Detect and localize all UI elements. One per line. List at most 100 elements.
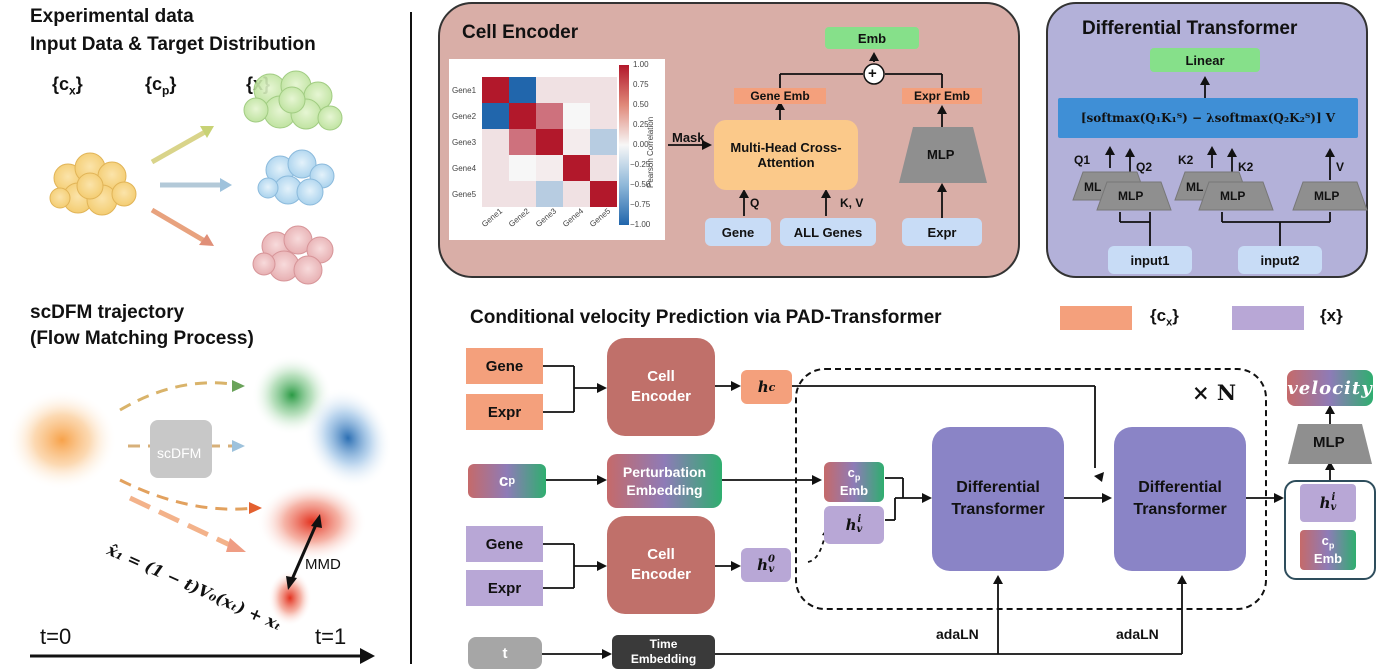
heatmap-cell xyxy=(563,103,590,129)
gene-input-bottom: Gene xyxy=(466,526,543,562)
perturbation-arrows xyxy=(150,126,232,246)
legend-cx-label: {cx} xyxy=(1150,306,1179,329)
q2-label: Q2 xyxy=(1136,160,1153,174)
heatmap-cell xyxy=(590,103,617,129)
input2-box: input2 xyxy=(1238,246,1322,274)
vertical-divider xyxy=(410,12,412,664)
colorbar-tick: −0.25 xyxy=(630,160,651,169)
heatmap-cell xyxy=(536,181,563,207)
heatmap-cell xyxy=(563,77,590,103)
heatmap-row-label: Gene5 xyxy=(452,190,477,199)
dt-mlp-label-1: MLP xyxy=(1118,189,1144,203)
heatmap-row-label: Gene1 xyxy=(452,86,477,95)
output-stack-frame xyxy=(1284,480,1376,580)
label-cx: {cx} xyxy=(52,74,83,98)
heatmap-row-label: Gene4 xyxy=(452,164,477,173)
heatmap-cell xyxy=(590,181,617,207)
colorbar xyxy=(619,65,629,225)
scdfm-label: scDFM xyxy=(157,445,202,461)
red-target-blob xyxy=(257,482,367,562)
expr-emb-box: Expr Emb xyxy=(902,88,982,104)
heatmap-cell xyxy=(509,103,536,129)
all-genes-input-box: ALL Genes xyxy=(780,218,876,246)
legend-cx-swatch xyxy=(1060,306,1132,330)
expr-input-box: Expr xyxy=(902,218,982,246)
gene-input-main: Gene xyxy=(466,348,543,384)
heatmap-cell xyxy=(590,129,617,155)
blue-target-blob xyxy=(304,387,392,489)
q1-label: Q1 xyxy=(1074,153,1091,167)
heatmap-cell xyxy=(509,155,536,181)
plus-sign: + xyxy=(868,65,877,82)
correlation-heatmap xyxy=(482,77,617,207)
gene-emb-box: Gene Emb xyxy=(734,88,826,104)
t0-label: t=0 xyxy=(40,624,72,649)
colorbar-tick: −1.00 xyxy=(630,220,651,229)
cell-encoder-block-bottom: Cell Encoder xyxy=(607,516,715,614)
colorbar-tick: 0.00 xyxy=(633,140,649,149)
dt-mlp-back-label-2: ML xyxy=(1186,180,1204,194)
source-cell-cluster xyxy=(49,152,137,216)
time-embedding-block: Time Embedding xyxy=(612,635,715,669)
heatmap-cell xyxy=(482,77,509,103)
adaln-label-2: adaLN xyxy=(1116,626,1159,642)
dt-mlp-label-3: MLP xyxy=(1314,189,1340,203)
heatmap-cell xyxy=(536,155,563,181)
differential-transformer-block-1: Differential Transformer xyxy=(932,427,1064,571)
heatmap-cell xyxy=(536,129,563,155)
gene-input-box: Gene xyxy=(705,218,771,246)
heatmap-cell xyxy=(536,77,563,103)
input-target-title: Input Data & Target Distribution xyxy=(30,34,316,55)
differential-transformer-block-2: Differential Transformer xyxy=(1114,427,1246,571)
plus-node xyxy=(863,63,885,85)
encoder-mlp-trapezoid xyxy=(899,127,987,183)
colorbar-tick: 0.75 xyxy=(633,80,649,89)
expr-input-main: Expr xyxy=(466,394,543,430)
output-mlp-trapezoid xyxy=(1288,424,1372,464)
dt-mlp-back-label-1: ML xyxy=(1084,180,1102,194)
pipeline-title: Conditional velocity Prediction via PAD-… xyxy=(470,307,942,328)
heatmap-row-label: Gene2 xyxy=(452,112,477,121)
red-cell-cluster xyxy=(252,225,334,285)
cell-clusters-illustration xyxy=(49,70,343,285)
scdfm-box xyxy=(150,420,212,478)
heatmap-cell xyxy=(563,155,590,181)
expr-input-bottom: Expr xyxy=(466,570,543,606)
dt-mlp-front-1 xyxy=(1096,181,1172,211)
heatmap-row-label: Gene3 xyxy=(452,138,477,147)
heatmap-cell xyxy=(509,129,536,155)
encoder-mlp-label: MLP xyxy=(927,147,955,162)
adaln-label-1: adaLN xyxy=(936,626,979,642)
v-label: V xyxy=(1336,160,1345,174)
k2-label-a: K2 xyxy=(1178,153,1194,167)
flow-matching-title: (Flow Matching Process) xyxy=(30,328,254,349)
velocity-output-box: velocity xyxy=(1287,370,1373,406)
green-cell-cluster xyxy=(243,70,343,131)
linear-box: Linear xyxy=(1150,48,1260,72)
repeat-block-dashed xyxy=(795,368,1267,610)
colorbar-tick: 0.50 xyxy=(633,100,649,109)
heatmap-cell xyxy=(509,181,536,207)
colorbar-tick: 0.25 xyxy=(633,120,649,129)
heatmap-cell xyxy=(482,181,509,207)
legend-x-swatch xyxy=(1232,306,1304,330)
legend-x-label: {x} xyxy=(1320,306,1343,325)
flow-matching-illustration xyxy=(7,355,392,664)
mask-label: Mask xyxy=(672,130,705,145)
dt-mlp-label-2: MLP xyxy=(1220,189,1246,203)
k2-label-b: K2 xyxy=(1238,160,1254,174)
mmd-label: MMD xyxy=(305,556,341,573)
label-cp: {cp} xyxy=(145,74,177,98)
input1-box: input1 xyxy=(1108,246,1192,274)
cell-encoder-title: Cell Encoder xyxy=(462,22,579,43)
cross-attention-block: Multi-Head Cross-Attention xyxy=(714,120,858,190)
experimental-data-title: Experimental data xyxy=(30,6,194,27)
